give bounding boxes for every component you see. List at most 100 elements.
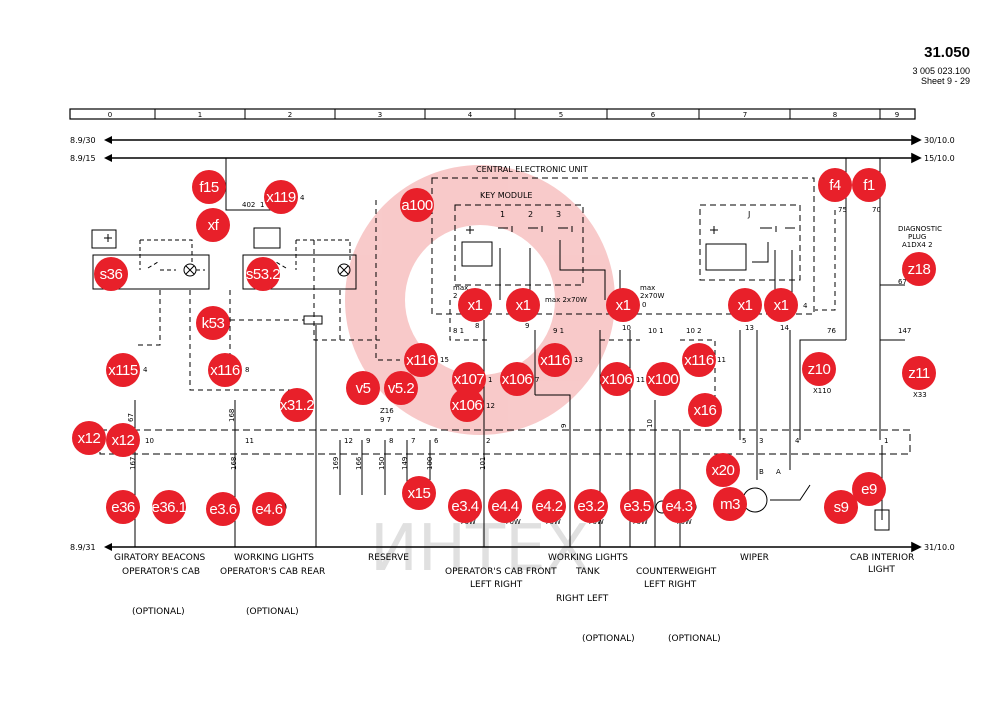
marker-f1[interactable]: f1 [852,168,886,202]
max-label-1: max [453,284,468,292]
rail-30-left: 8.9/30 [70,136,96,145]
marker-e36-1[interactable]: e36.1 [151,490,187,524]
power-rails [104,134,922,553]
label-optional-3: (OPTIONAL) [582,634,635,644]
marker-x1-a[interactable]: x1 [458,288,492,322]
rail-15-right: 15/10.0 [924,154,955,163]
marker-s36[interactable]: s36 [94,257,128,291]
term-6: 6 [434,437,439,445]
grid-ruler: 0 1 2 3 4 5 6 7 8 9 [69,108,916,120]
marker-x31-2[interactable]: x31.2 [280,388,315,422]
x116c-pin: 13 [574,356,583,364]
marker-e4-6[interactable]: e4.6 [252,492,286,526]
diag-plug-3: A1DX4 2 [902,241,933,249]
marker-x116-c[interactable]: x116 [538,343,572,377]
marker-k53[interactable]: k53 [196,306,230,340]
marker-e4-4[interactable]: e4.4 [488,489,522,523]
marker-x119[interactable]: x119 [264,180,298,214]
marker-x1-e[interactable]: x1 [764,288,798,322]
diag-plug-1: DIAGNOSTIC [898,225,942,233]
wire-76: 76 [827,327,836,335]
key-module-label: KEY MODULE [480,191,532,200]
marker-x116-a[interactable]: x116 [208,353,242,387]
marker-e3-2[interactable]: e3.2 [574,489,608,523]
marker-m3[interactable]: m3 [713,487,747,521]
label-wl-2: OPERATOR'S CAB REAR [220,567,325,577]
marker-f15[interactable]: f15 [192,170,226,204]
marker-v5-2[interactable]: v5.2 [384,371,418,405]
marker-s9[interactable]: s9 [824,490,858,524]
marker-x100[interactable]: x100 [646,362,680,396]
x116b-pin: 15 [440,356,449,364]
marker-e4-2[interactable]: e4.2 [532,489,566,523]
marker-x106-a[interactable]: x106 [500,362,534,396]
pin-13: 13 [745,324,754,332]
sheet-number: Sheet 9 - 29 [920,76,970,86]
cu-title: CENTRAL ELECTRONIC UNIT [476,165,588,174]
marker-z18[interactable]: z18 [902,252,936,286]
pin-10: 10 [622,324,631,332]
wire-169: 169 [332,457,340,470]
marker-x116-b[interactable]: x116 [404,343,438,377]
marker-z10[interactable]: z10 [802,352,836,386]
marker-x1-b[interactable]: x1 [506,288,540,322]
grid-col-0: 0 [108,111,112,119]
marker-x106-b[interactable]: x106 [450,388,484,422]
wire-100: 100 [426,457,434,470]
marker-e3-4[interactable]: e3.4 [448,489,482,523]
marker-z11[interactable]: z11 [902,356,936,390]
marker-e3-6[interactable]: e3.6 [206,492,240,526]
marker-v5[interactable]: v5 [346,371,380,405]
led-j: J [747,210,750,219]
x106c-pin: 11 [636,376,645,384]
max-label-3: max [640,284,655,292]
pin-102: 10 2 [686,327,702,335]
marker-x1-d[interactable]: x1 [728,288,762,322]
term-b: B [759,468,764,476]
led-3: 3 [556,210,561,219]
marker-x115[interactable]: x115 [106,353,140,387]
grid-col-5: 5 [559,111,563,119]
dashed-links [135,200,836,400]
grid-col-7: 7 [743,111,747,119]
label-tank-2: TANK [575,567,601,577]
marker-x16[interactable]: x16 [688,393,722,427]
marker-x106-c[interactable]: x106 [600,362,634,396]
label-tank-3: RIGHT LEFT [556,594,609,604]
marker-f4[interactable]: f4 [818,168,852,202]
beacon-switch-group [91,229,210,290]
rail-31-right: 31/10.0 [924,543,955,552]
x106a-pin: 7 [535,376,539,384]
marker-x20[interactable]: x20 [706,453,740,487]
z16-sub: 9 7 [380,416,391,424]
label-optional-4: (OPTIONAL) [668,634,721,644]
marker-x1-c[interactable]: x1 [606,288,640,322]
marker-s53-2[interactable]: s53.2 [246,257,281,291]
wire-149: 149 [401,457,409,470]
max-label-2: max 2x70W [545,296,587,304]
marker-e4-3[interactable]: e4.3 [662,489,696,523]
marker-x12-a[interactable]: x12 [72,421,106,455]
wire-166: 166 [355,456,363,470]
term-7: 7 [411,437,415,445]
wire-75: 75 [838,206,847,214]
marker-e9[interactable]: e9 [852,472,886,506]
marker-xf[interactable]: xf [196,208,230,242]
diag-plug-2: PLUG [908,233,926,241]
rail-30-right: 30/10.0 [924,136,955,145]
wire-168: 168 [228,409,236,422]
grid-col-3: 3 [378,111,382,119]
term-1: 1 [884,437,888,445]
marker-x12-b[interactable]: x12 [106,423,140,457]
label-wiper: WIPER [740,553,769,563]
marker-x116-d[interactable]: x116 [682,343,716,377]
marker-a100[interactable]: a100 [400,188,434,222]
marker-x15[interactable]: x15 [402,476,436,510]
x107-pin: 1 [488,376,492,384]
label-optional-2: (OPTIONAL) [246,607,299,617]
x110-label: X110 [813,387,831,395]
x116a-pin: 8 [245,366,249,374]
marker-e3-5[interactable]: e3.5 [620,489,654,523]
marker-e36[interactable]: e36 [106,490,140,524]
